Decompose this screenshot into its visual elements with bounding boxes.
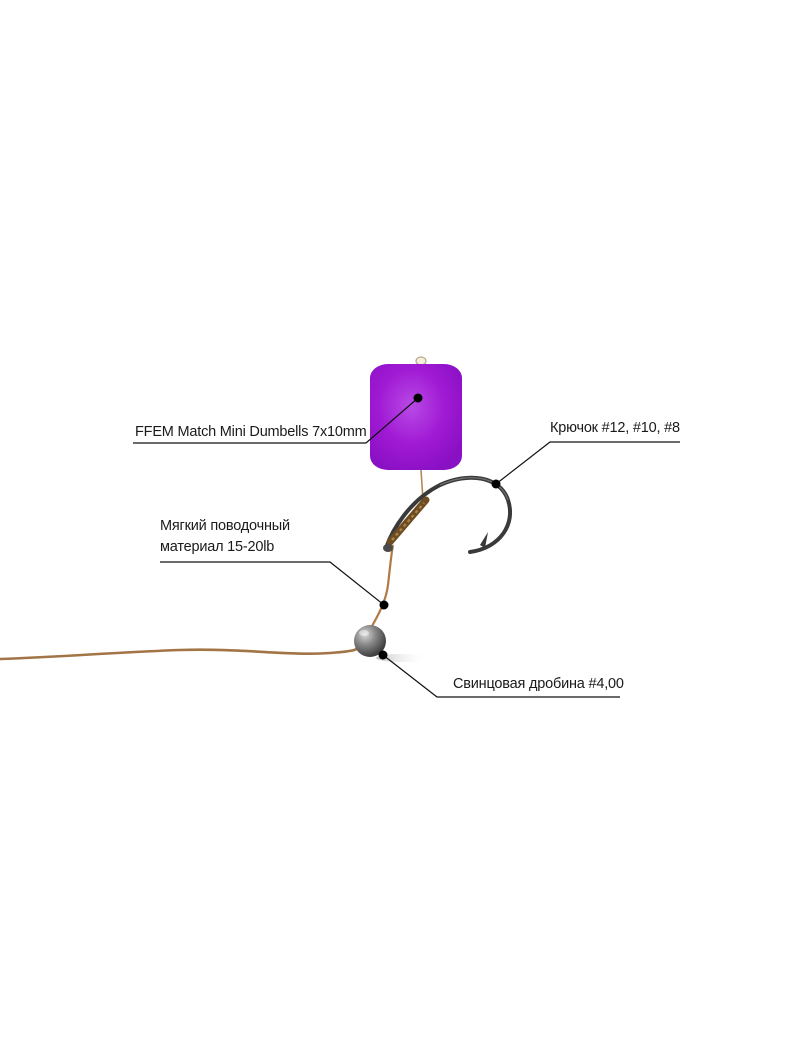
marker-dot-bait (413, 393, 423, 403)
label-shot: Свинцовая дробина #4,00 (453, 676, 624, 692)
leader-shot (382, 654, 620, 698)
hair-loop (415, 356, 427, 366)
leader-bait (133, 397, 419, 444)
label-hooklink: Мягкий поводочный материал 15-20lb (160, 516, 290, 558)
hook-shape (384, 475, 512, 554)
split-shot (354, 625, 386, 657)
label-hook: Крючок #12, #10, #8 (550, 420, 680, 436)
label-hooklink-line2: материал 15-20lb (160, 539, 275, 555)
marker-dot-shot (378, 650, 388, 660)
hook-barb (480, 532, 488, 548)
leader-hook (495, 441, 680, 485)
main-line (0, 640, 360, 661)
marker-dot-hook (491, 479, 501, 489)
marker-dot-hooklink (379, 600, 389, 610)
leader-hooklink (160, 561, 385, 606)
hooklink-line (371, 544, 395, 627)
bait-dumbell (370, 364, 462, 470)
label-hooklink-line1: Мягкий поводочный (160, 518, 290, 534)
label-bait: FFEM Match Mini Dumbells 7x10mm (135, 424, 367, 440)
